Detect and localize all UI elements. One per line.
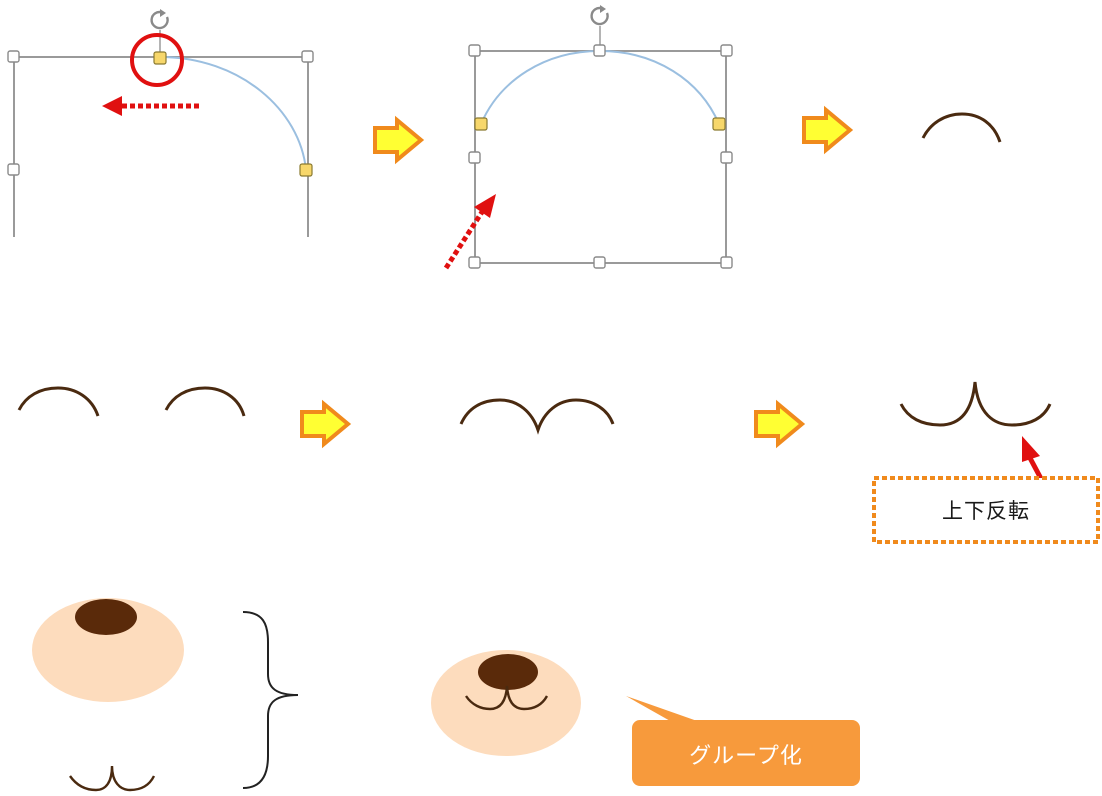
finished-arc [921,112,1002,143]
resize-handle-top-left[interactable] [7,50,20,63]
adjust-handle-top[interactable] [153,51,167,65]
group-callout [626,696,860,786]
resize-handle-bottom-right[interactable] [720,256,733,269]
joined-arcs [459,398,615,435]
highlight-circle [130,33,184,87]
resize-handle-left[interactable] [7,163,20,176]
arc-copy-left [17,386,100,417]
right-arrow-icon [802,105,854,155]
flip-note-label: 上下反転 [942,499,1030,523]
grouped-muzzle [431,650,581,756]
drag-left-arrow [102,96,200,116]
step2-selection [443,5,733,270]
flipped-mouth [899,381,1052,427]
adjust-handle-right[interactable] [299,163,313,177]
resize-handle-top[interactable] [593,44,606,57]
resize-handle-top-right[interactable] [720,44,733,57]
right-arrow-icon [754,399,806,449]
arc-curve [159,56,307,171]
resize-handle-top-right[interactable] [301,50,314,63]
resize-handle-bottom-left[interactable] [468,256,481,269]
brace-icon [242,611,299,789]
right-arrow-icon [300,399,352,449]
rotate-icon[interactable] [590,5,609,26]
resize-handle-top-left[interactable] [468,44,481,57]
rotate-icon[interactable] [150,9,169,30]
nose-shape [75,599,137,635]
grouped-mouth [465,685,549,711]
muzzle-shape [32,598,184,702]
resize-handle-left[interactable] [468,151,481,164]
grouped-nose [478,654,538,690]
arc-curve [480,49,720,125]
mouth-curve [69,765,156,792]
arc-copy-right [164,386,246,417]
resize-handle-bottom[interactable] [593,256,606,269]
adjust-handle-right[interactable] [712,117,726,131]
resize-handle-right[interactable] [720,151,733,164]
right-arrow-icon [373,115,425,165]
drag-diagonal-arrow [443,194,496,270]
group-callout-label: グループ化 [689,744,803,769]
flip-note-box [872,476,1100,544]
step1-selection [7,9,314,237]
adjust-handle-left[interactable] [474,117,488,131]
